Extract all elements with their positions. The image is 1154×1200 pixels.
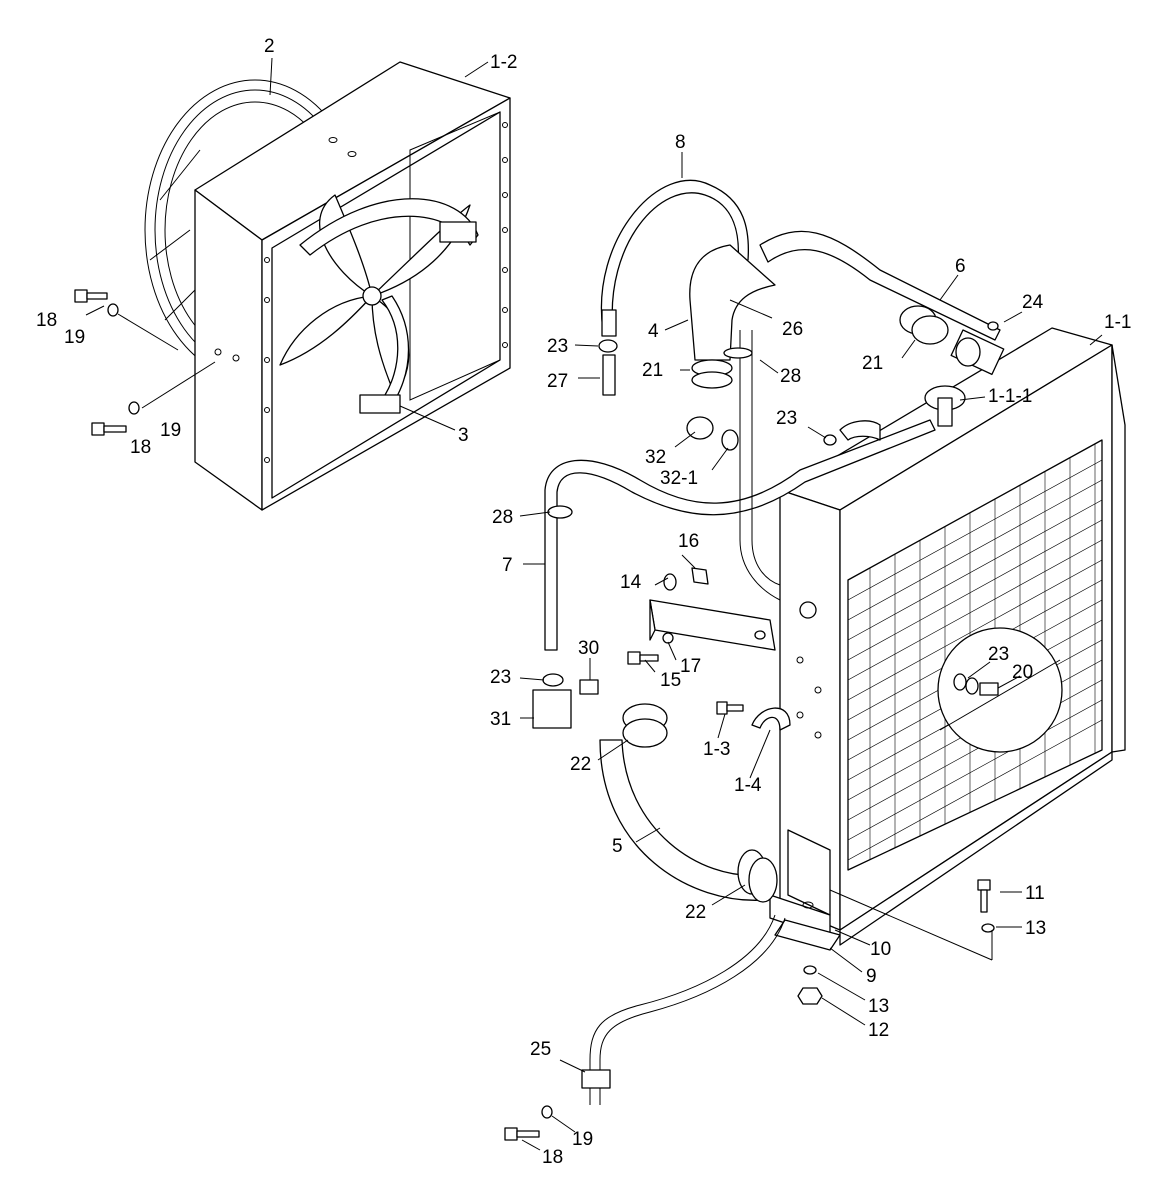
callout-31: 31 [490, 709, 511, 730]
mount-plate-9 [774, 919, 841, 951]
callout-18: 18 [130, 437, 151, 458]
callout-25: 25 [530, 1039, 551, 1060]
callout-23: 23 [547, 336, 568, 357]
callout-24: 24 [1022, 292, 1044, 313]
callout-16: 16 [678, 531, 699, 552]
callout-6: 6 [955, 256, 966, 277]
shroud-bolt-holes [214, 122, 508, 463]
callout-9: 9 [866, 966, 877, 987]
callout-15: 15 [660, 670, 681, 691]
callout-21: 21 [862, 353, 883, 374]
hose-7 [544, 419, 936, 651]
radiator-core-1-1 [779, 327, 1126, 946]
callout-22: 22 [570, 754, 591, 775]
callout-14: 14 [620, 572, 642, 593]
callout-19: 19 [64, 327, 85, 348]
callout-5: 5 [612, 836, 623, 857]
callout-17: 17 [680, 656, 701, 677]
callout-18: 18 [542, 1147, 563, 1168]
callout-13: 13 [1025, 918, 1046, 939]
callout-8: 8 [675, 132, 686, 153]
callout-1-4: 1-4 [734, 775, 762, 796]
inner-pipe [739, 330, 881, 601]
callout-1-2: 1-2 [490, 52, 517, 73]
callout-18: 18 [36, 310, 57, 331]
drain-detail-inset [937, 627, 1063, 753]
callout-23: 23 [490, 667, 511, 688]
drain-tube-25 [581, 914, 786, 1105]
callout-1-3: 1-3 [703, 739, 730, 760]
lower-hose-5 [599, 703, 778, 903]
callout-28: 28 [492, 507, 513, 528]
elbow-hose-4 [689, 244, 776, 389]
callout-28: 28 [780, 366, 801, 387]
callout-19: 19 [572, 1129, 593, 1150]
bracket-14 [649, 567, 776, 651]
fan-guard-bracket-3 [299, 198, 479, 414]
callout-3: 3 [458, 425, 469, 446]
leader-lines [85, 57, 1103, 1151]
callout-10: 10 [870, 939, 891, 960]
callout-23: 23 [988, 644, 1009, 665]
callout-1-1-1: 1-1-1 [988, 386, 1032, 407]
callout-7: 7 [502, 555, 513, 576]
callout-12: 12 [868, 1020, 889, 1041]
callout-20: 20 [1012, 662, 1033, 683]
mount-bracket-10 [769, 829, 831, 939]
callout-2: 2 [264, 36, 275, 57]
callout-30: 30 [578, 638, 599, 659]
callout-21: 21 [642, 360, 663, 381]
callout-1-1: 1-1 [1104, 312, 1131, 333]
callout-labels: 2 1-2 18 19 18 19 3 8 6 24 1-1 23 4 26 2… [36, 36, 1131, 1168]
bolts-washers [74, 289, 995, 1141]
callout-13: 13 [868, 996, 889, 1017]
callout-11: 11 [1025, 883, 1045, 904]
callout-27: 27 [547, 371, 568, 392]
radiator-cap-1-1-1 [924, 385, 966, 427]
callout-23: 23 [776, 408, 797, 429]
callout-32-1: 32-1 [660, 468, 698, 489]
callout-4: 4 [648, 321, 659, 342]
callout-26: 26 [782, 319, 803, 340]
callout-22: 22 [685, 902, 706, 923]
callout-19: 19 [160, 420, 181, 441]
callout-32: 32 [645, 447, 666, 468]
hose-clamps [532, 305, 999, 729]
